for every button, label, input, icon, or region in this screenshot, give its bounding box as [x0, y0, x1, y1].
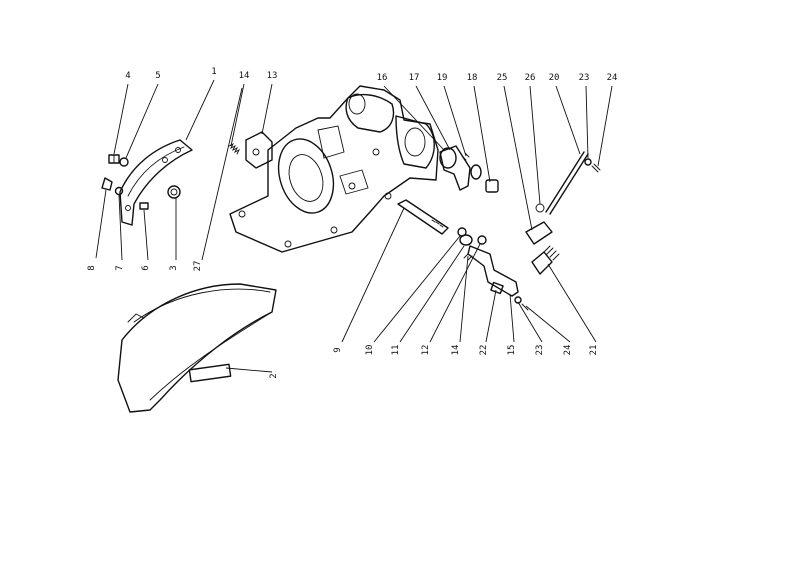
callout-number: 20	[549, 73, 560, 83]
small-washer-part	[114, 186, 124, 196]
cotter-pin-part	[521, 163, 601, 311]
spring-part	[228, 142, 241, 155]
linkage-rod-part	[545, 151, 589, 215]
callout-number: 23	[579, 73, 590, 83]
leader-line	[383, 85, 445, 151]
leader-line	[341, 207, 405, 343]
callout-number: 24	[607, 73, 618, 83]
roller-part	[167, 185, 181, 199]
cap-part	[485, 179, 499, 193]
nut-part	[477, 235, 487, 245]
leader-line	[399, 245, 465, 343]
callout-number: 17	[409, 73, 420, 83]
leader-line	[547, 263, 597, 343]
callout-number: 5	[155, 71, 160, 81]
leader-line	[261, 83, 273, 135]
callout-number: 3	[169, 265, 179, 270]
leader-line	[225, 367, 273, 373]
callout-number: 12	[421, 345, 431, 356]
leader-line	[429, 243, 481, 343]
callout-number: 6	[141, 265, 151, 270]
turnbuckle-part	[531, 245, 560, 275]
leader-line	[517, 301, 543, 343]
leader-line	[443, 85, 467, 157]
callout-number: 9	[333, 347, 343, 352]
lock-washer-part	[514, 158, 592, 304]
callout-number: 25	[497, 73, 508, 83]
leader-line	[459, 255, 469, 343]
leader-line	[525, 305, 571, 343]
leader-line	[597, 85, 613, 167]
callout-number: 27	[193, 261, 203, 272]
leader-line	[143, 209, 149, 261]
callout-number: 26	[525, 73, 536, 83]
leader-line	[473, 85, 491, 183]
washer-part	[119, 157, 129, 167]
leader-line	[125, 83, 159, 159]
leader-line	[503, 85, 533, 231]
brake-band-part	[119, 139, 193, 226]
o-ring-part	[470, 164, 482, 180]
callout-number: 16	[377, 73, 388, 83]
callout-number: 4	[125, 71, 130, 81]
callout-number: 14	[451, 345, 461, 356]
leader-line	[415, 85, 451, 151]
callout-number: 21	[589, 345, 599, 356]
shift-lever-part	[467, 245, 519, 297]
leader-line	[201, 87, 243, 261]
leader-line	[485, 289, 497, 343]
leader-line	[113, 83, 129, 155]
leader-line	[118, 194, 123, 261]
leader-line	[230, 83, 245, 147]
shaft-part	[397, 199, 449, 235]
leader-line	[509, 293, 515, 343]
pin-part	[139, 202, 149, 210]
bolt-part	[108, 154, 120, 164]
cover-panel-part	[117, 283, 277, 413]
callout-number: 11	[391, 345, 401, 356]
callout-number: 2	[269, 373, 279, 378]
leader-line	[373, 235, 461, 343]
callout-number: 10	[365, 345, 375, 356]
callout-number: 18	[467, 73, 478, 83]
callout-number: 14	[239, 71, 250, 81]
callout-number: 13	[267, 71, 278, 81]
gearbox-housing	[229, 85, 439, 253]
callout-number: 22	[479, 345, 489, 356]
callout-number: 19	[437, 73, 448, 83]
leader-line	[95, 189, 107, 259]
callout-number: 23	[535, 345, 545, 356]
leader-lines	[95, 79, 613, 373]
callout-number: 1	[211, 67, 216, 77]
callout-number: 8	[87, 265, 97, 270]
leader-line	[585, 85, 589, 159]
leader-line	[185, 79, 215, 141]
leader-line	[529, 85, 541, 205]
callout-number: 24	[563, 345, 573, 356]
shift-fork-part	[439, 145, 471, 191]
callout-number: 15	[507, 345, 517, 356]
wing-nut-part	[101, 177, 113, 191]
collar-part	[459, 234, 473, 246]
callout-number: 7	[115, 265, 125, 270]
leader-line	[555, 85, 581, 155]
pin-clip-part	[463, 253, 473, 261]
clevis-part	[525, 203, 553, 245]
